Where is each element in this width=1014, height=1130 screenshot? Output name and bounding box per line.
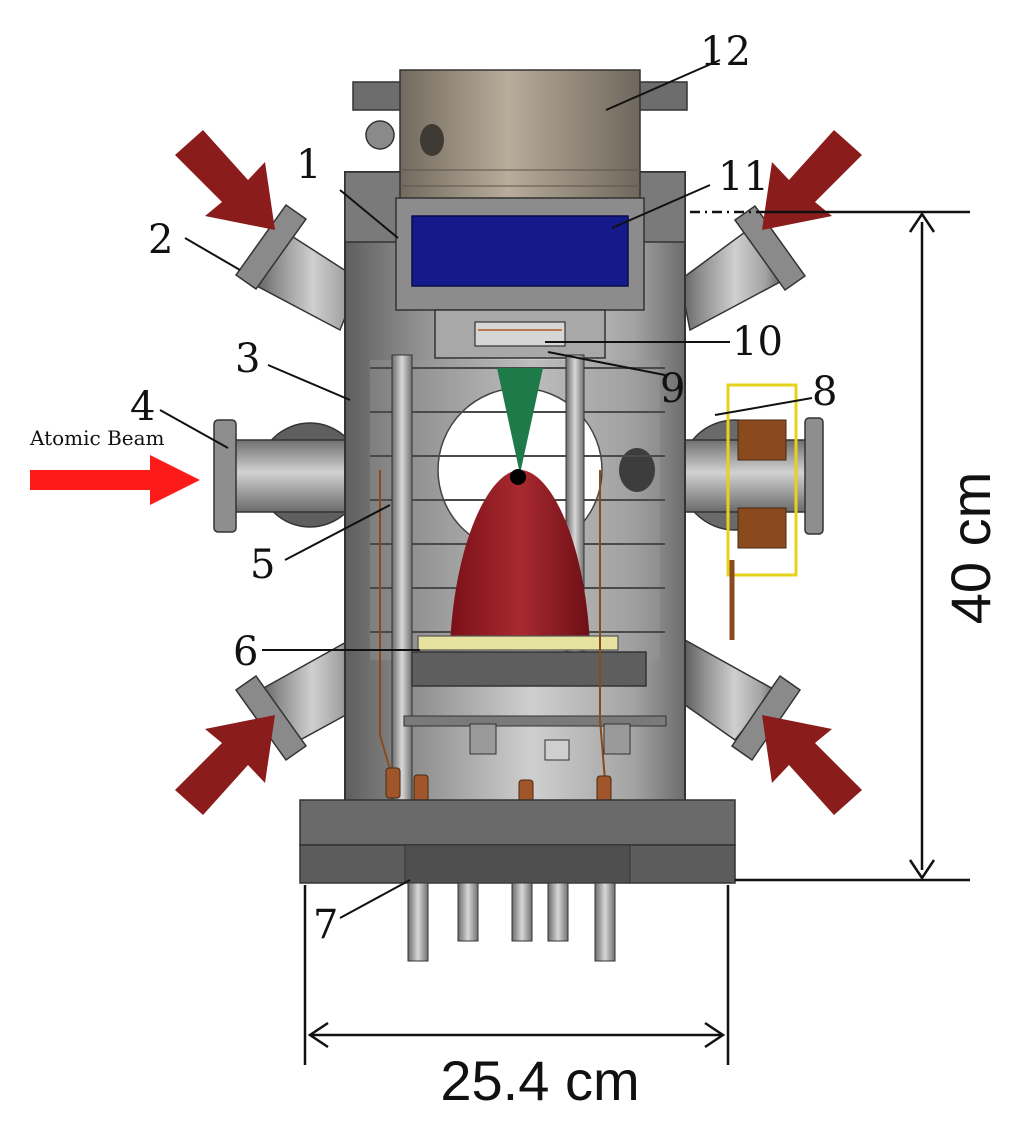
bottom-flange-upper [299, 799, 736, 846]
port-upper-right [679, 204, 807, 332]
callout-10: 10 [732, 319, 783, 365]
callout-5: 5 [250, 542, 275, 588]
atomic-beam-arrow [30, 455, 200, 505]
atomic-beam-label: Atomic Beam [29, 426, 165, 450]
side-fitting [365, 120, 395, 150]
callout-9: 9 [660, 366, 685, 412]
callout-7: 7 [313, 902, 338, 948]
electronics-stage [403, 715, 667, 727]
callout-12: 12 [700, 29, 751, 75]
callout-6: 6 [233, 629, 258, 675]
atomic-beam-port [213, 419, 363, 533]
width-dimension [303, 885, 730, 1065]
green-cone [497, 368, 543, 474]
mot-beam-arrows [175, 130, 862, 815]
callout-numbers: 1 2 3 4 5 6 7 8 9 10 11 12 [130, 29, 837, 948]
width-label: 25.4 cm [440, 1049, 639, 1112]
callout-4: 4 [130, 384, 155, 430]
lower-plate [411, 651, 647, 687]
support-rod-left [391, 354, 413, 816]
coil-assembly [726, 383, 798, 640]
callout-2: 2 [148, 217, 173, 263]
height-label: 40 cm [939, 472, 1002, 625]
blue-magnet [411, 215, 629, 287]
callout-8: 8 [812, 369, 837, 415]
height-dimension [690, 210, 970, 882]
small-port-hole [619, 448, 655, 492]
interaction-point [510, 469, 526, 485]
callout-11: 11 [718, 154, 769, 200]
mesh-grid [417, 635, 619, 651]
red-plume [450, 470, 590, 645]
electrical-feedthroughs [407, 882, 616, 962]
callout-leaders [159, 59, 813, 919]
callout-3: 3 [235, 336, 260, 382]
callout-1: 1 [296, 142, 321, 188]
